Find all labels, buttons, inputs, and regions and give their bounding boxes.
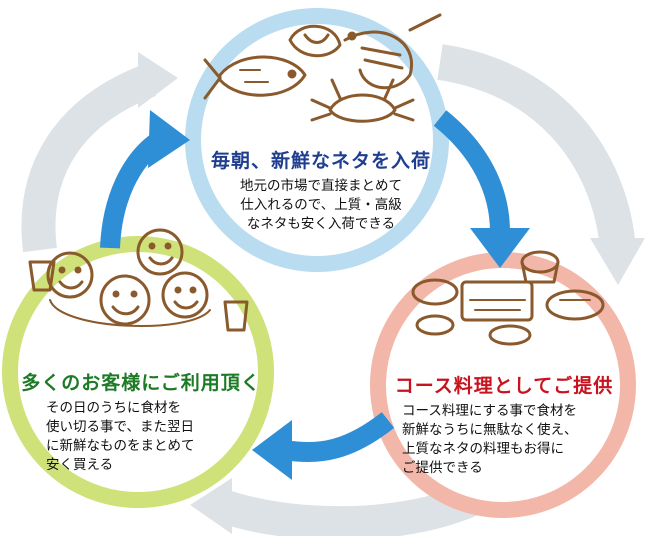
customer-face-icon <box>136 228 184 276</box>
grey-arrowhead-right <box>590 238 645 285</box>
fish-icon <box>203 55 307 100</box>
step-right-desc-line: 新鮮なうちに無駄なく使え、 <box>402 422 578 438</box>
customer-face-icon <box>46 251 94 299</box>
step-left-description: その日のうちに食材を 使い切る事で、また翌日 に新鮮なものをまとめて 安く買える <box>10 399 272 475</box>
step-top-title: 毎朝、新鮮なネタを入荷 <box>210 150 431 172</box>
blue-flow-arrows <box>100 110 530 480</box>
step-top-desc-line: 地元の市場で直接まとめて <box>240 178 402 194</box>
blue-arrowhead-top <box>148 110 190 168</box>
step-right-title: コース料理としてご提供 <box>394 375 614 397</box>
step-top-desc-line: 仕入れるので、上質・高級 <box>240 197 402 213</box>
shell-icon <box>288 24 342 58</box>
step-left-desc-line: に新鮮なものをまとめて <box>46 438 195 454</box>
crab-icon <box>310 78 415 123</box>
bowl-icon <box>411 278 459 306</box>
customer-face-icon <box>161 271 209 319</box>
step-right-desc-line: ご提供できる <box>402 460 483 476</box>
happy-customers-illustration <box>28 228 249 332</box>
glass-icon <box>28 260 56 292</box>
grey-arrow-bottom <box>214 484 477 536</box>
blue-arrow-top-to-right <box>433 110 510 233</box>
small-bowl-icon <box>415 314 455 336</box>
side-dish-icon <box>488 324 532 346</box>
step-right-desc-line: コース料理にする事で食材を <box>402 403 577 419</box>
step-top-description: 地元の市場で直接まとめて 仕入れるので、上質・高級 なネタも安く入荷できる <box>178 177 464 234</box>
step-left-title: 多くのお客様にご利用頂く <box>21 372 261 394</box>
glass-icon <box>223 300 249 332</box>
grey-arrow-top-right <box>437 44 636 252</box>
blue-arrowhead-left <box>252 420 292 480</box>
grey-arrowhead-bottom <box>190 478 232 534</box>
step-right: コース料理としてご提供 コース料理にする事で食材を 新鮮なうちに無駄なく使え、 … <box>382 371 626 478</box>
customer-face-icon <box>99 274 151 326</box>
course-meal-illustration <box>411 250 605 346</box>
seafood-illustration <box>203 13 442 123</box>
step-left: 多くのお客様にご利用頂く その日のうちに食材を 使い切る事で、また翌日 に新鮮な… <box>10 368 272 475</box>
plate-icon <box>460 280 534 322</box>
step-left-desc-line: 使い切る事で、また翌日 <box>46 419 194 435</box>
top-ring <box>185 8 449 272</box>
step-top-desc-line: なネタも安く入荷できる <box>246 216 396 232</box>
step-top: 毎朝、新鮮なネタを入荷 地元の市場で直接まとめて 仕入れるので、上質・高級 なネ… <box>178 146 464 234</box>
step-left-desc-line: その日のうちに食材を <box>46 400 181 416</box>
step-right-description: コース料理にする事で食材を 新鮮なうちに無駄なく使え、 上質なネタの料理もお得に… <box>382 402 626 478</box>
dish-icon <box>545 289 605 321</box>
blue-arrow-right-to-left <box>283 412 395 463</box>
background-cycle-arrows <box>21 44 645 536</box>
blue-arrowhead-right <box>470 228 530 268</box>
step-right-desc-line: 上質なネタの料理もお得に <box>402 441 564 457</box>
grey-arrowhead-left <box>138 52 178 108</box>
step-left-desc-line: 安く買える <box>46 457 114 473</box>
shrimp-icon <box>343 13 442 90</box>
grey-arrow-left <box>21 64 157 253</box>
